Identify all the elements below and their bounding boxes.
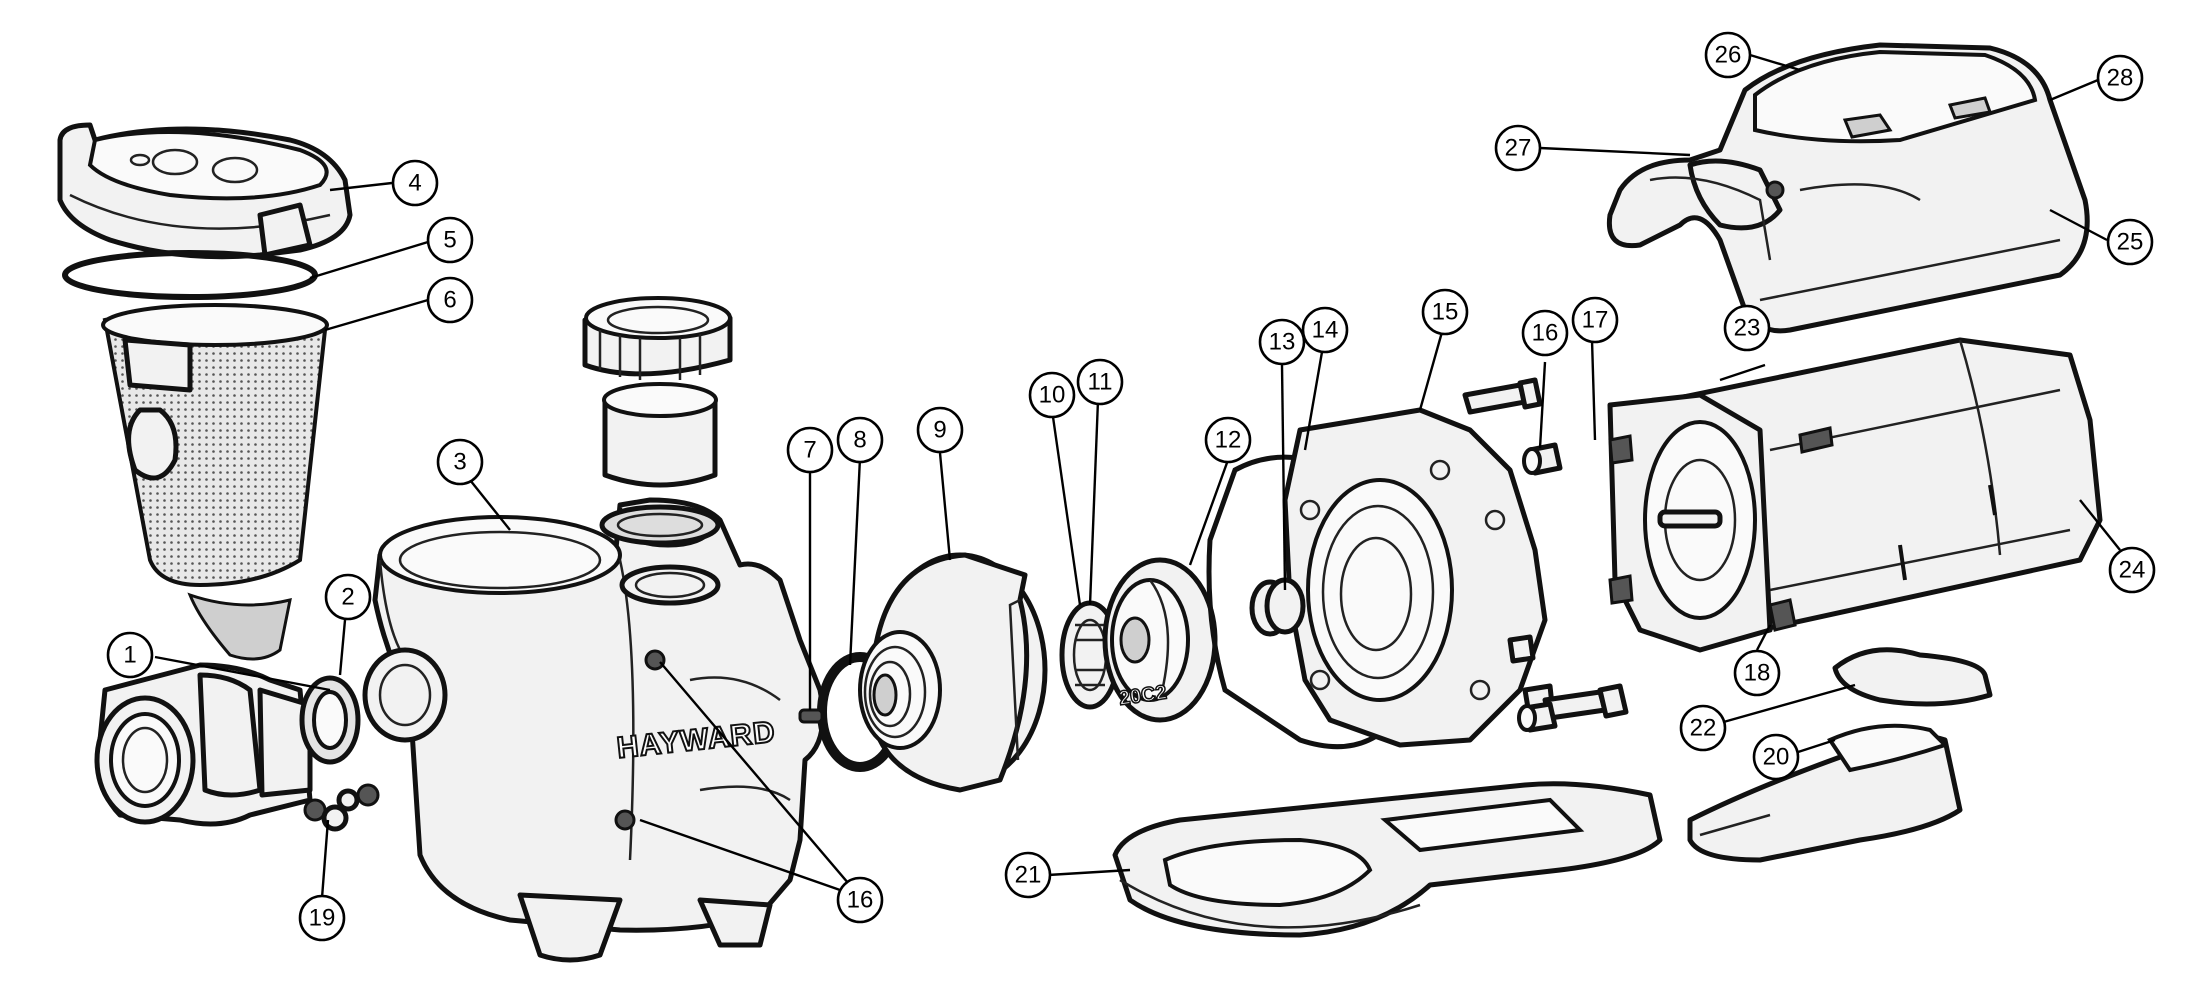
lid-o-ring <box>62 250 318 300</box>
callout-22: 22 <box>1679 704 1727 752</box>
inlet-union <box>94 662 313 827</box>
svg-text:18: 18 <box>1744 660 1771 687</box>
svg-text:16: 16 <box>1532 320 1559 347</box>
callout-24: 24 <box>2108 546 2156 594</box>
callout-28: 28 <box>2096 54 2144 102</box>
callout-27: 27 <box>1494 124 1542 172</box>
svg-text:12: 12 <box>1215 427 1242 454</box>
svg-text:27: 27 <box>1505 135 1532 162</box>
svg-text:22: 22 <box>1690 715 1717 742</box>
svg-text:21: 21 <box>1015 862 1042 889</box>
callout-9: 9 <box>916 406 964 454</box>
spacers-16 <box>1507 442 1563 733</box>
seal-plate <box>858 552 1048 793</box>
svg-text:10: 10 <box>1039 382 1066 409</box>
svg-text:7: 7 <box>803 437 816 464</box>
motor <box>1607 337 2103 653</box>
drain-plugs-19 <box>303 783 380 832</box>
svg-text:4: 4 <box>408 170 421 197</box>
svg-text:25: 25 <box>2117 229 2144 256</box>
svg-text:19: 19 <box>309 905 336 932</box>
callout-17: 17 <box>1571 296 1619 344</box>
svg-text:1: 1 <box>123 642 136 669</box>
svg-text:6: 6 <box>443 287 456 314</box>
callout-15: 15 <box>1421 288 1469 336</box>
callout-6: 6 <box>426 276 474 324</box>
svg-text:9: 9 <box>933 417 946 444</box>
svg-text:20: 20 <box>1763 744 1790 771</box>
callout-13: 13 <box>1258 318 1306 366</box>
callout-19: 19 <box>298 894 346 942</box>
callout-8: 8 <box>836 416 884 464</box>
motor-bracket <box>1249 407 1548 748</box>
callout-10: 10 <box>1028 371 1076 419</box>
bracket-bolts <box>1462 377 1629 721</box>
callout-3: 3 <box>436 438 484 486</box>
callout-7: 7 <box>786 426 834 474</box>
svg-text:23: 23 <box>1734 315 1761 342</box>
callout-16-bottom: 16 <box>836 876 884 924</box>
svg-text:14: 14 <box>1312 317 1339 344</box>
leader-lines <box>154 53 2121 899</box>
svg-text:16: 16 <box>847 887 874 914</box>
callout-12: 12 <box>1204 416 1252 464</box>
pump-base <box>1112 781 1663 938</box>
strainer-cover <box>57 122 353 260</box>
drive-cover <box>1606 42 2090 334</box>
callout-16-top: 16 <box>1521 309 1569 357</box>
motor-foot-pad <box>1687 723 1963 863</box>
callout-1: 1 <box>106 631 154 679</box>
callout-21: 21 <box>1004 851 1052 899</box>
inlet-gasket <box>299 675 361 765</box>
svg-text:5: 5 <box>443 227 456 254</box>
motor-foot-spacer <box>1832 647 1993 707</box>
discharge-union <box>582 296 733 546</box>
svg-text:8: 8 <box>853 427 866 454</box>
pump-housing: HAYWARD <box>362 497 826 963</box>
callout-11: 11 <box>1076 358 1124 406</box>
svg-text:3: 3 <box>453 449 466 476</box>
svg-text:24: 24 <box>2119 557 2146 584</box>
callout-5: 5 <box>426 216 474 264</box>
strainer-basket <box>101 303 329 661</box>
housing-bolt-7 <box>798 708 824 724</box>
svg-text:28: 28 <box>2107 65 2134 92</box>
callout-23: 23 <box>1723 304 1771 352</box>
callout-2: 2 <box>324 573 372 621</box>
callout-26: 26 <box>1704 31 1752 79</box>
callout-4: 4 <box>391 159 439 207</box>
svg-text:26: 26 <box>1715 42 1742 69</box>
svg-text:2: 2 <box>341 584 354 611</box>
svg-text:15: 15 <box>1432 299 1459 326</box>
callout-18: 18 <box>1733 649 1781 697</box>
svg-text:11: 11 <box>1088 369 1113 396</box>
callout-14: 14 <box>1301 306 1349 354</box>
impeller: 20C2 <box>1102 557 1218 723</box>
callout-25: 25 <box>2106 218 2154 266</box>
svg-text:17: 17 <box>1582 307 1609 334</box>
callout-20: 20 <box>1752 733 1800 781</box>
svg-text:13: 13 <box>1269 329 1296 356</box>
